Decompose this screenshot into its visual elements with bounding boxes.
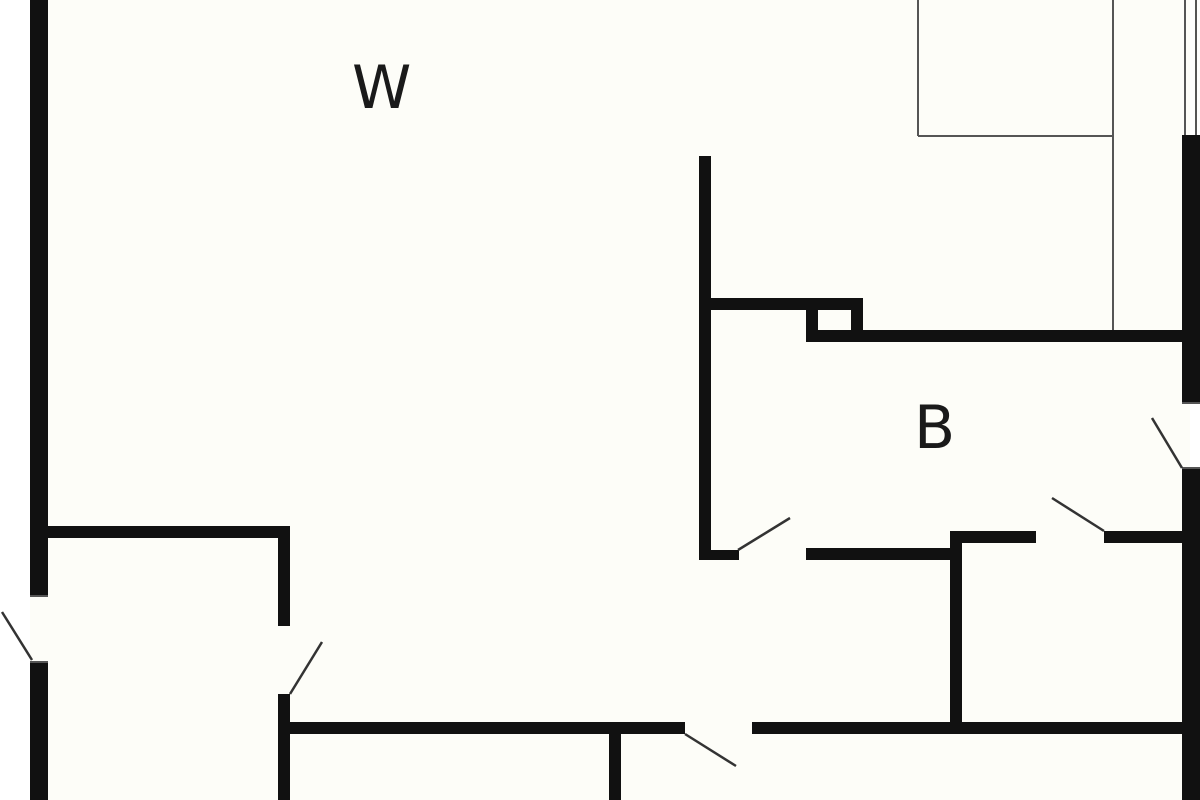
outside-left-area: [0, 0, 30, 800]
wall-small-room-right-upper: [278, 526, 290, 626]
thin-lines: [30, 0, 1200, 663]
door-bottom: [684, 732, 737, 768]
wall-left-lower: [30, 662, 48, 800]
wall-b-bottom-center: [950, 531, 1036, 543]
door-small-room: [288, 641, 324, 695]
door-room-b-left: [737, 516, 791, 552]
door-right-exterior: [1150, 417, 1184, 469]
wall-b-left: [699, 156, 711, 560]
wall-bottom-right: [752, 722, 1182, 734]
door-room-b-right: [1051, 496, 1105, 533]
room-label-w: W: [352, 53, 412, 123]
wall-b-bottom-right: [1104, 531, 1182, 543]
wall-right-mid: [1182, 135, 1200, 403]
wall-bottom-left: [290, 722, 685, 734]
wall-b-top-right: [806, 330, 1182, 342]
walls: [30, 0, 1200, 800]
wall-bottom-divider: [609, 734, 621, 800]
wall-small-room-top: [48, 526, 290, 538]
door-left-exterior: [0, 611, 34, 661]
wall-right-lower: [1182, 468, 1200, 800]
wall-b-left-foot: [699, 550, 739, 560]
wall-b-top: [711, 298, 863, 310]
wall-small-room-right-lower: [278, 694, 290, 800]
doors: [0, 417, 1184, 768]
wall-left-upper: [30, 0, 48, 596]
room-label-b: B: [914, 393, 956, 463]
wall-b-bottom-mid: [806, 548, 962, 560]
wall-lower-right-divider: [950, 531, 962, 728]
